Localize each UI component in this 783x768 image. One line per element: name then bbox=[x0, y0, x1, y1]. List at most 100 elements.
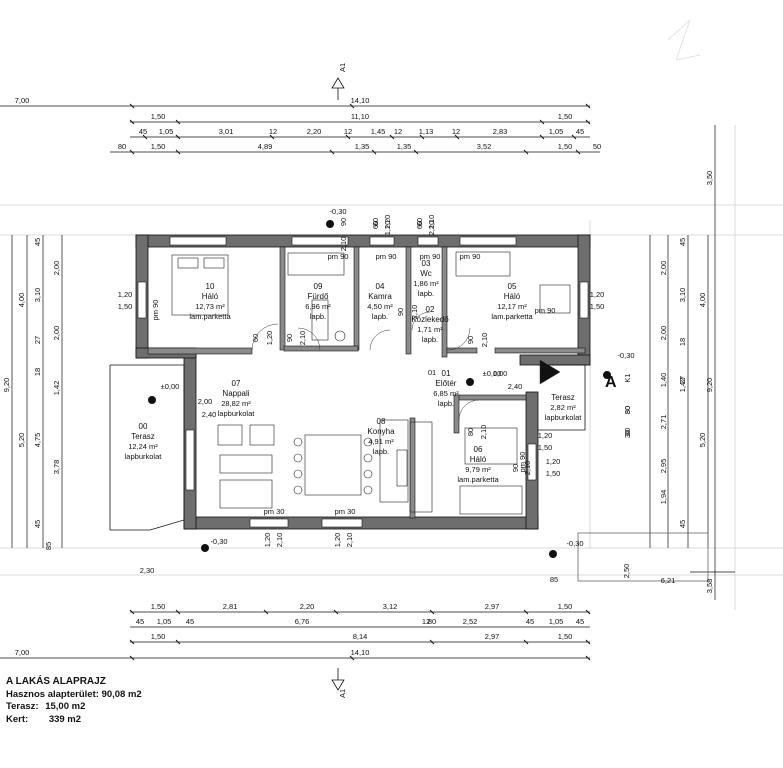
dimension-label: 60 bbox=[371, 221, 380, 229]
room-04: 04 Kamra 4,50 m² lapb. bbox=[367, 282, 393, 321]
dimension-label: 80 bbox=[623, 406, 632, 414]
dimension-label: 2,00 bbox=[52, 326, 61, 341]
dimension-label: 4,00 bbox=[17, 293, 26, 308]
room-number: 02 bbox=[426, 305, 435, 314]
dimension-label: 45 bbox=[186, 617, 194, 626]
dimension-label: 45 bbox=[33, 520, 42, 528]
room-number: 00 bbox=[139, 422, 148, 431]
dimension-label: 1,50 bbox=[558, 112, 573, 121]
dimension-label: 2,10 bbox=[427, 215, 436, 230]
room-01: 01 Előtér 6,85 m² lapb. bbox=[433, 369, 459, 408]
dimension-label: 27 bbox=[33, 336, 42, 344]
dimension-label: 3,12 bbox=[383, 602, 398, 611]
room-area: 12,17 m² bbox=[497, 302, 527, 311]
room-area: 6,85 m² bbox=[433, 389, 459, 398]
dimension-label: -0,30 bbox=[566, 539, 583, 548]
dimension-label: 6,21 bbox=[661, 576, 676, 585]
dimension-label: 1,35 bbox=[397, 142, 412, 151]
section-marker-top bbox=[331, 77, 345, 100]
dimension-label: 90 bbox=[285, 334, 294, 342]
dimension-label: 2,00 bbox=[659, 326, 668, 341]
dimension-label: 18 bbox=[33, 368, 42, 376]
dimension-label: 2,71 bbox=[659, 415, 668, 430]
dimension-label: 30 bbox=[623, 430, 632, 438]
room-floor: lam.parketta bbox=[457, 475, 499, 484]
room-floor: lapburkolat bbox=[545, 413, 583, 422]
dimension-label: 45 bbox=[576, 617, 584, 626]
dimension-label: pm 90 bbox=[535, 306, 556, 315]
room-floor: lam.parketta bbox=[189, 312, 231, 321]
dimension-label: 2,30 bbox=[140, 566, 155, 575]
dimension-label: 80 bbox=[623, 406, 632, 414]
dimension-label: 90 bbox=[339, 218, 348, 226]
room-area: 4,91 m² bbox=[368, 437, 394, 446]
dimension-label: 60 bbox=[251, 334, 260, 342]
dimension-label: 2,97 bbox=[485, 632, 500, 641]
dimension-label: 1,05 bbox=[549, 127, 564, 136]
dimension-label: 4,00 bbox=[698, 293, 707, 308]
room-number: 05 bbox=[508, 282, 517, 291]
dimension-label: 1,20 bbox=[538, 431, 553, 440]
room-name: Háló bbox=[470, 455, 487, 464]
door-swings bbox=[251, 311, 561, 421]
dimension-label: 2,10 bbox=[480, 333, 489, 348]
room-06: 06 Háló 9,79 m² lam.parketta bbox=[457, 445, 499, 484]
dimension-label: 1,05 bbox=[549, 617, 564, 626]
dimension-label: 11,10 bbox=[351, 112, 369, 121]
dimension-label: 90 bbox=[396, 308, 405, 316]
dimension-label: 45 bbox=[139, 127, 147, 136]
dimension-label: -0,30 bbox=[210, 537, 227, 546]
garden-label: Kert: bbox=[6, 713, 29, 725]
dimension-label: 1,05 bbox=[157, 617, 172, 626]
dimension-label: ±0,00 bbox=[483, 369, 502, 378]
dimension-label: 2,20 bbox=[307, 127, 322, 136]
entrance-mark: A bbox=[605, 374, 617, 391]
dimension-label: 1,94 bbox=[659, 490, 668, 505]
dimension-label: 7,00 bbox=[15, 648, 30, 657]
room-name: Háló bbox=[202, 292, 219, 301]
dimension-label: 60 bbox=[371, 218, 380, 226]
dimension-label: 2,10 bbox=[479, 425, 488, 440]
room-number: 01 bbox=[442, 369, 451, 378]
dimension-label: 1,05 bbox=[159, 127, 174, 136]
room-area: 4,50 m² bbox=[367, 302, 393, 311]
room-terrace-small: Terasz 2,82 m² lapburkolat bbox=[545, 393, 583, 422]
dimension-label: 1,42 bbox=[678, 378, 687, 393]
dimension-label: 3,10 bbox=[678, 288, 687, 303]
dimension-label: 1,50 bbox=[151, 142, 166, 151]
dimension-label: 1,50 bbox=[151, 632, 166, 641]
dimension-label: 3,10 bbox=[33, 288, 42, 303]
dimension-label: 1,42 bbox=[52, 381, 61, 396]
dimension-label: 1,20 bbox=[118, 290, 133, 299]
dimension-label: 1,20 bbox=[383, 215, 392, 230]
dimension-label: -0,30 bbox=[329, 207, 346, 216]
dimension-label: 2,00 bbox=[198, 397, 213, 406]
dimension-label: 1,50 bbox=[151, 602, 166, 611]
dimension-label: 1,50 bbox=[590, 302, 605, 311]
dimension-label: 1,50 bbox=[118, 302, 133, 311]
room-area: 28,82 m² bbox=[221, 399, 251, 408]
room-number: 07 bbox=[232, 379, 241, 388]
dimension-label: 45 bbox=[33, 238, 42, 246]
dimension-label: 2,10 bbox=[298, 331, 307, 346]
room-area: 6,96 m² bbox=[305, 302, 331, 311]
dimension-label: 90 bbox=[511, 464, 520, 472]
windows bbox=[137, 236, 589, 528]
dimension-label: 2,81 bbox=[223, 602, 238, 611]
dimension-label: 01 bbox=[428, 368, 436, 377]
dimension-label: 12 bbox=[452, 127, 460, 136]
dimension-label: pm 90 bbox=[328, 252, 349, 261]
room-10: 10 Háló 12,73 m² lam.parketta bbox=[189, 282, 231, 321]
terrace-row: Terasz: 15,00 m2 bbox=[6, 701, 142, 714]
dimension-label: -0,30 bbox=[617, 351, 634, 360]
dimension-label: 2,20 bbox=[300, 602, 315, 611]
room-00: 00 Terasz 12,24 m² lapburkolat bbox=[125, 422, 163, 461]
dimension-label: 1,45 bbox=[371, 127, 386, 136]
dimension-label: K1 bbox=[623, 373, 632, 382]
room-09: 09 Fürdő 6,96 m² lapb. bbox=[305, 282, 331, 321]
dimension-label: 50 bbox=[593, 142, 601, 151]
room-floor: lapb. bbox=[438, 399, 454, 408]
dimension-label: pm 90 bbox=[376, 252, 397, 261]
dimension-label: 2,95 bbox=[659, 459, 668, 474]
